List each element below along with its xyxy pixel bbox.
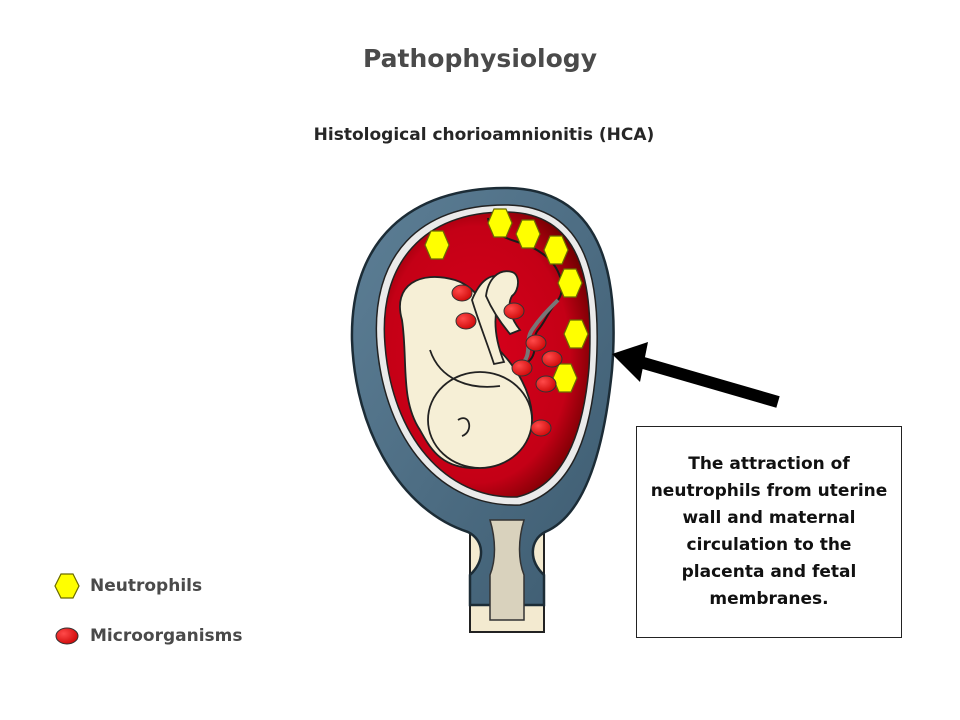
legend-item-microorganisms: Microorganisms bbox=[54, 621, 242, 651]
neutrophil-hexagon-icon bbox=[557, 268, 583, 298]
microorganism-oval-icon bbox=[503, 302, 525, 320]
neutrophil-hexagon-icon bbox=[515, 219, 541, 249]
microorganism-oval-icon bbox=[451, 284, 473, 302]
neutrophil-hexagon-icon bbox=[543, 235, 569, 265]
diagram-subtitle: Histological chorioamnionitis (HCA) bbox=[313, 125, 655, 145]
legend-item-neutrophils: Neutrophils bbox=[54, 571, 202, 601]
microorganism-oval-icon bbox=[525, 334, 547, 352]
callout-text: The attraction of neutrophils from uteri… bbox=[650, 454, 888, 609]
neutrophil-hexagon-icon bbox=[424, 230, 450, 260]
fetus bbox=[399, 270, 533, 469]
neutrophil-hexagon-icon bbox=[563, 319, 589, 349]
microorganism-oval-icon bbox=[541, 350, 563, 368]
neutrophil-hexagon-icon bbox=[54, 573, 80, 599]
microorganism-oval-icon bbox=[530, 419, 552, 437]
microorganism-oval-icon bbox=[55, 627, 79, 645]
legend-label-microorganisms: Microorganisms bbox=[90, 626, 243, 646]
microorganism-oval-icon bbox=[511, 359, 533, 377]
legend-label-neutrophils: Neutrophils bbox=[90, 576, 203, 596]
microorganism-oval-icon bbox=[455, 312, 477, 330]
page-title: Pathophysiology bbox=[363, 44, 597, 73]
neutrophil-hexagon-icon bbox=[487, 208, 513, 238]
callout-box: The attraction of neutrophils from uteri… bbox=[636, 426, 902, 638]
microorganism-oval-icon bbox=[535, 375, 557, 393]
